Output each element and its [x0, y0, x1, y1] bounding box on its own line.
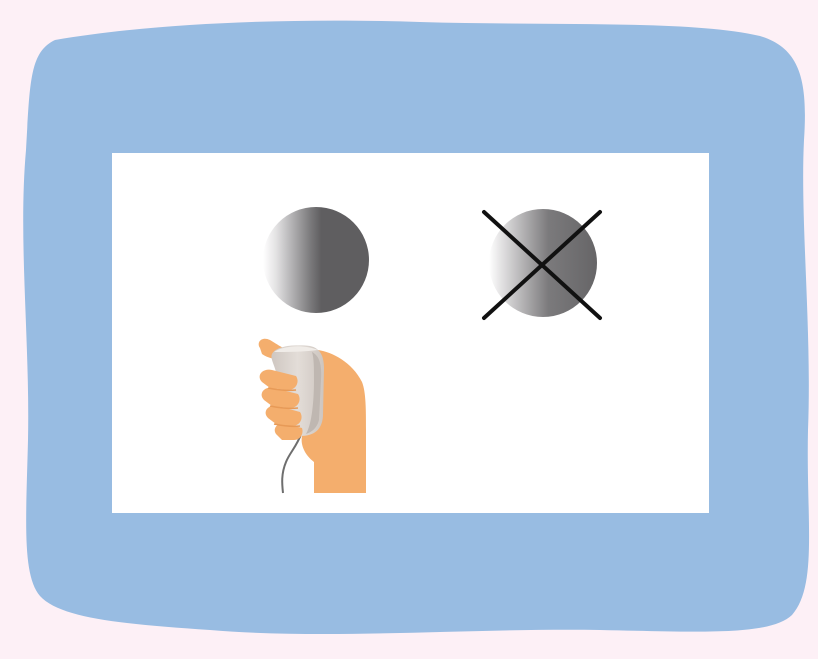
incorrect-sphere: [484, 209, 600, 318]
illustration-panel: [112, 153, 709, 513]
gradient-sphere-icon: [263, 207, 369, 313]
correct-sphere: [263, 207, 369, 313]
